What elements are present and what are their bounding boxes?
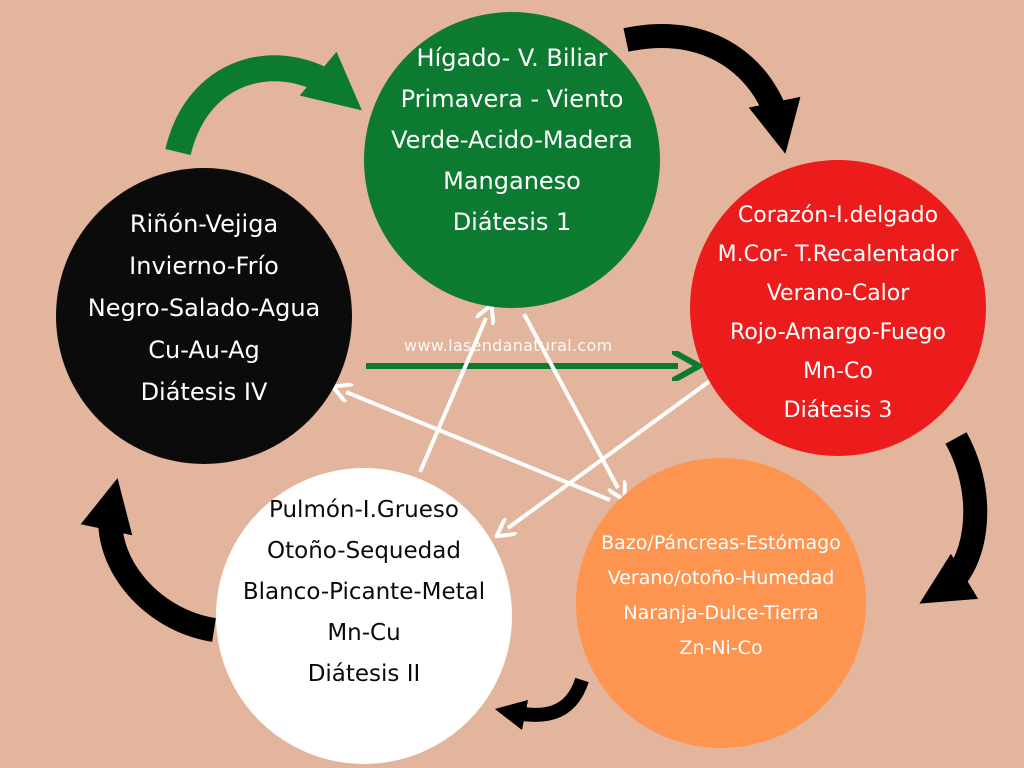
earth-line: Verano/otoño-Humedad xyxy=(607,567,835,589)
fire-line: Diátesis 3 xyxy=(783,398,893,423)
earth-line: Naranja-Dulce-Tierra xyxy=(623,602,819,624)
fire-line: Verano-Calor xyxy=(766,281,910,306)
element-fire-circle: Corazón-I.delgado M.Cor- T.Recalentador … xyxy=(690,160,986,456)
metal-line: Mn-Cu xyxy=(327,619,401,646)
arrow-water-to-wood xyxy=(165,51,362,156)
fire-line: Mn-Co xyxy=(803,359,873,384)
earth-line: Bazo/Páncreas-Estómago xyxy=(601,532,841,554)
element-earth-circle: Bazo/Páncreas-Estómago Verano/otoño-Hume… xyxy=(576,458,866,748)
metal-line: Blanco-Picante-Metal xyxy=(242,578,486,605)
water-line: Riñón-Vejiga xyxy=(129,210,279,238)
water-line: Negro-Salado-Agua xyxy=(87,294,321,322)
arrow-metal-to-water xyxy=(80,478,217,642)
arrow-metal-to-wood xyxy=(418,318,486,473)
water-line: Diátesis IV xyxy=(140,378,268,406)
earth-line: Zn-Ni-Co xyxy=(679,637,763,659)
wood-line: Diátesis 1 xyxy=(452,207,572,236)
wood-line: Primavera - Viento xyxy=(400,84,624,113)
water-line: Cu-Au-Ag xyxy=(148,336,260,364)
water-line: Invierno-Frío xyxy=(129,252,279,280)
fire-line: M.Cor- T.Recalentador xyxy=(717,242,959,267)
metal-line: Pulmón-I.Grueso xyxy=(269,496,459,523)
element-wood-circle: Hígado- V. Biliar Primavera - Viento Ver… xyxy=(364,12,660,308)
wood-line: Manganeso xyxy=(443,166,581,195)
wood-line: Verde-Acido-Madera xyxy=(391,125,633,154)
fire-line: Rojo-Amargo-Fuego xyxy=(730,320,946,345)
watermark-text: www.lasendanatural.com xyxy=(404,336,613,355)
metal-line: Otoño-Sequedad xyxy=(267,537,461,564)
arrow-fire-to-earth xyxy=(919,432,988,604)
arrow-fire-to-metal xyxy=(508,376,716,528)
element-water-circle: Riñón-Vejiga Invierno-Frío Negro-Salado-… xyxy=(56,168,352,464)
element-metal-circle: Pulmón-I.Grueso Otoño-Sequedad Blanco-Pi… xyxy=(216,468,512,764)
arrow-wood-to-fire xyxy=(623,24,801,154)
wood-line: Hígado- V. Biliar xyxy=(416,43,608,72)
fire-line: Corazón-I.delgado xyxy=(737,203,939,228)
arrow-earth-to-metal xyxy=(494,677,589,731)
arrow-earth-to-water xyxy=(346,392,611,502)
metal-line: Diátesis II xyxy=(307,660,421,687)
